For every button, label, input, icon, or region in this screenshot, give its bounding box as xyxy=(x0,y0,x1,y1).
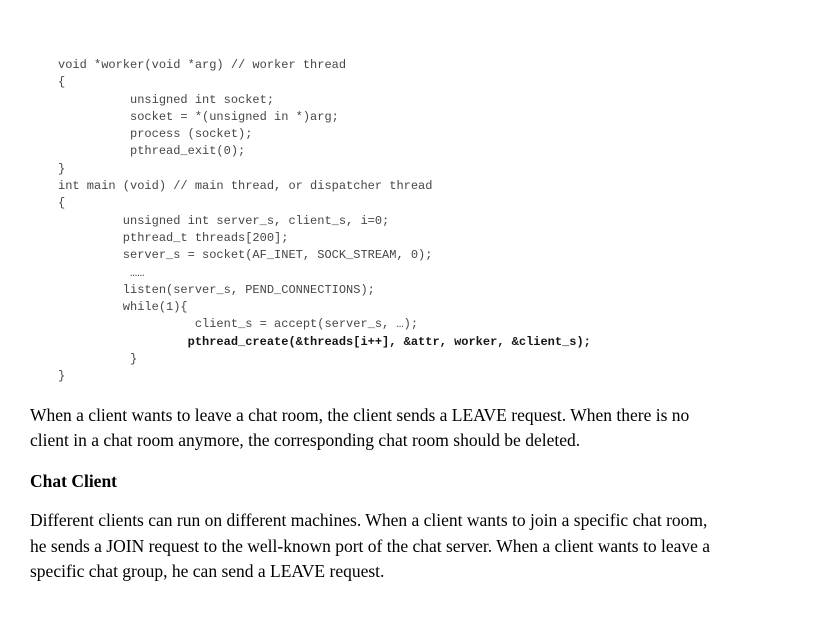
code-line: pthread_t threads[200]; xyxy=(58,230,289,245)
document-body: When a client wants to leave a chat room… xyxy=(30,403,830,584)
text-line: specific chat group, he can send a LEAVE… xyxy=(30,560,385,581)
section-heading-chat-client: Chat Client xyxy=(30,471,118,492)
code-line: { xyxy=(58,196,66,211)
paragraph-chat-client: Different clients can run on different m… xyxy=(30,508,830,584)
text-line: Different clients can run on different m… xyxy=(30,510,708,531)
code-line: unsigned int socket; xyxy=(58,92,275,107)
text-line: When a client wants to leave a chat room… xyxy=(30,405,690,425)
code-line: while(1){ xyxy=(58,300,188,315)
code-line: server_s = socket(AF_INET, SOCK_STREAM, … xyxy=(58,248,433,263)
code-line: } xyxy=(58,161,66,176)
code-line: client_s = accept(server_s, …); xyxy=(58,317,419,332)
code-block: void *worker(void *arg) // worker thread… xyxy=(58,57,591,386)
text-line: he sends a JOIN request to the well-know… xyxy=(30,535,711,556)
code-line: void *worker(void *arg) // worker thread xyxy=(58,58,347,72)
code-line: int main (void) // main thread, or dispa… xyxy=(58,179,433,194)
code-line: unsigned int server_s, client_s, i=0; xyxy=(58,213,390,228)
code-line: listen(server_s, PEND_CONNECTIONS); xyxy=(58,282,375,297)
code-line: } xyxy=(58,352,138,367)
code-line: pthread_create(&threads[i++], &attr, wor… xyxy=(58,334,591,349)
code-line: process (socket); xyxy=(58,127,253,142)
code-line: pthread_exit(0); xyxy=(58,144,246,159)
code-line: { xyxy=(58,75,66,90)
code-line: socket = *(unsigned in *)arg; xyxy=(58,109,339,124)
text-line: client in a chat room anymore, the corre… xyxy=(30,430,581,451)
paragraph-leave-request: When a client wants to leave a chat room… xyxy=(30,403,830,453)
code-line: } xyxy=(58,369,66,384)
code-line: …… xyxy=(58,265,145,280)
